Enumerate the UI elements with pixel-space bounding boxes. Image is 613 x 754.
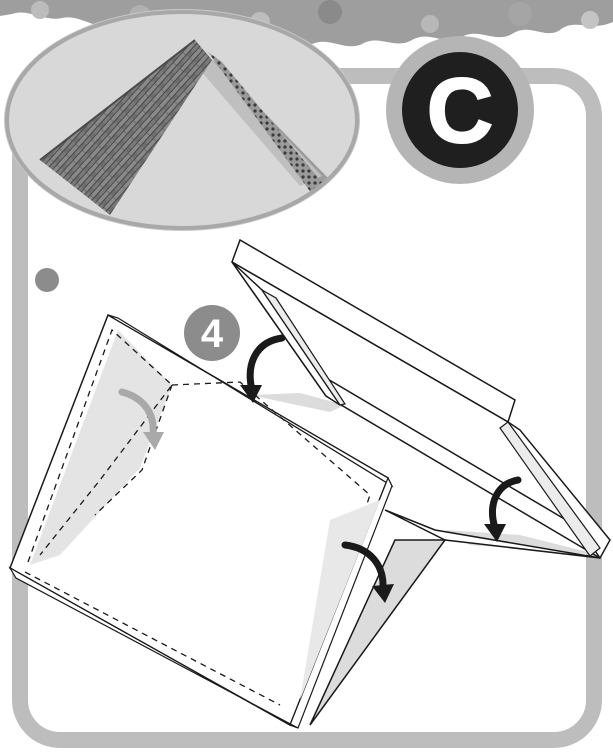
fold-arrow-2-head bbox=[484, 524, 506, 542]
step-letter: C bbox=[427, 60, 493, 162]
fold-arrow-2 bbox=[489, 476, 522, 532]
fold-arrow-1-head bbox=[240, 385, 262, 403]
substep-number: 4 bbox=[201, 312, 224, 356]
fold-arrow-4 bbox=[118, 388, 157, 439]
fold-arrow-3-head bbox=[372, 584, 394, 603]
roof-photo-icon bbox=[4, 9, 360, 231]
bullet-dot bbox=[35, 268, 59, 292]
fold-arrow-1 bbox=[246, 334, 286, 394]
substep-badge: 4 bbox=[184, 305, 240, 361]
step-badge: C bbox=[386, 36, 534, 184]
fold-arrow-3 bbox=[341, 541, 387, 592]
curved-arrow-icon bbox=[118, 334, 522, 603]
fold-arrow-4-head bbox=[143, 432, 164, 450]
